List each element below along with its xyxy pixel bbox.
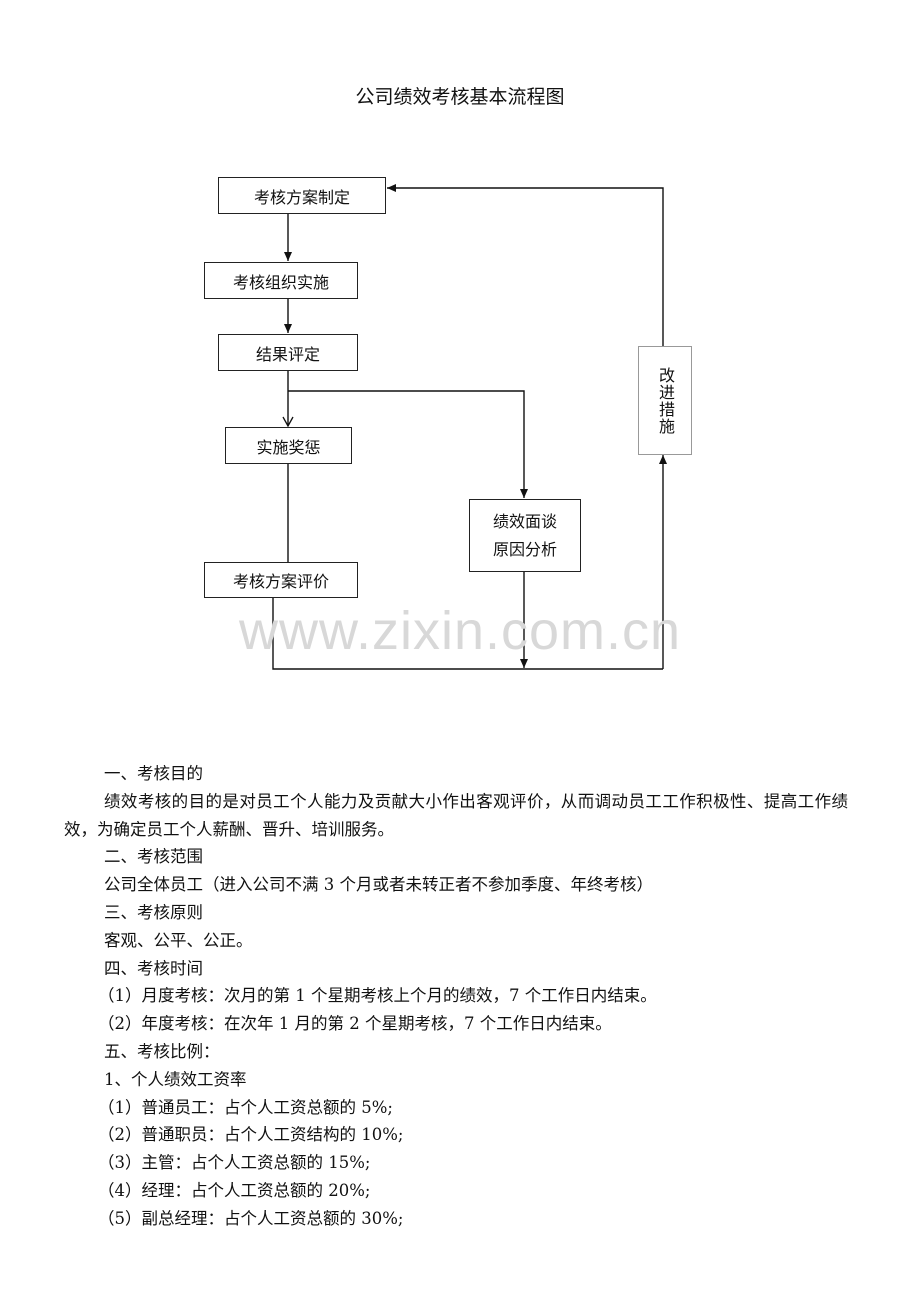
line-5-bottom [272,597,663,670]
flow-step-evaluate: 考核方案评价 [204,562,358,598]
list-item: （2）普通职员：占个人工资结构的 10%; [98,1125,404,1145]
section-heading: 五、考核比例： [104,1041,220,1061]
flow-step-plan: 考核方案制定 [218,177,386,214]
improve-label: 改进措施 [656,366,675,435]
page-title: 公司绩效考核基本流程图 [355,86,565,108]
list-item: （1）月度考核：次月的第 1 个星期考核上个月的绩效，7 个工作日内结束。 [98,986,657,1006]
flow-step-reward: 实施奖惩 [225,427,352,464]
paragraph: 客观、公平、公正。 [104,930,253,950]
section-heading: 四、考核时间 [104,958,203,978]
subheading: 1、个人绩效工资率 [104,1069,247,1089]
arrow-improve-top [387,184,664,346]
arrow-3-branch [288,390,528,498]
paragraph: 绩效考核的目的是对员工个人能力及贡献大小作出客观评价，从而调动员工工作积极性、提… [64,791,848,839]
list-item: （3）主管：占个人工资总额的 15%; [98,1153,371,1173]
watermark: www.zixin.com.cn [238,601,682,661]
interview-line1: 绩效面谈 [492,511,557,531]
paragraph: 公司全体员工（进入公司不满 3 个月或者未转正者不参加季度、年终考核） [104,875,653,895]
list-item: （2）年度考核：在次年 1 月的第 2 个星期考核，7 个工作日内结束。 [98,1014,612,1034]
section-heading: 三、考核原则 [104,902,203,922]
flow-step-improve: 改进措施 [638,346,692,455]
interview-line2: 原因分析 [492,539,557,559]
list-item: （1）普通员工：占个人工资总额的 5%; [98,1097,393,1117]
section-heading: 二、考核范围 [104,847,203,867]
flow-step-interview: 绩效面谈 原因分析 [469,499,581,572]
list-item: （5）副总经理：占个人工资总额的 30%; [98,1208,404,1228]
list-item: （4）经理：占个人工资总额的 20%; [98,1180,371,1200]
document-body: 一、考核目的 绩效考核的目的是对员工个人能力及贡献大小作出客观评价，从而调动员工… [64,760,848,1233]
flow-step-result: 结果评定 [218,334,358,371]
flow-step-implement: 考核组织实施 [204,262,358,299]
section-heading: 一、考核目的 [104,764,203,783]
flowchart-connectors [272,184,667,670]
